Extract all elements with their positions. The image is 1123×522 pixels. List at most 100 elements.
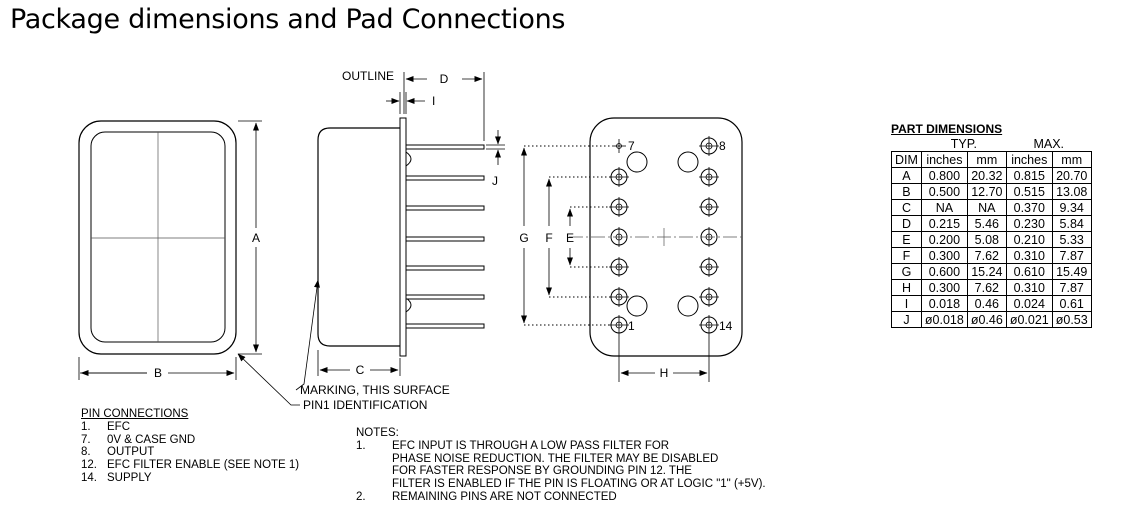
pin-connection-item: 14. SUPPLY xyxy=(81,472,299,485)
value-cell: 0.300 xyxy=(920,279,968,296)
pin-function: SUPPLY xyxy=(107,471,152,484)
value-cell: 0.800 xyxy=(920,167,968,184)
note-number: 2. xyxy=(356,490,366,503)
value-cell: 20.70 xyxy=(1051,167,1092,184)
marking-label: MARKING, THIS SURFACE xyxy=(300,383,450,397)
dim-cell: C xyxy=(891,199,922,216)
column-header: inches xyxy=(1005,151,1053,168)
dim-cell: D xyxy=(891,215,922,232)
pin-8-label: 8 xyxy=(719,139,726,153)
value-cell: 0.200 xyxy=(920,231,968,248)
dim-cell: H xyxy=(891,279,922,296)
value-cell: ø0.018 xyxy=(920,311,968,328)
value-cell: 0.46 xyxy=(966,295,1007,312)
dim-cell: G xyxy=(891,263,922,280)
note-line: 1. EFC INPUT IS THROUGH A LOW PASS FILTER… xyxy=(356,440,766,453)
value-cell: ø0.53 xyxy=(1051,311,1092,328)
column-header: mm xyxy=(1051,151,1092,168)
dim-f-label: F xyxy=(545,231,552,245)
top-view: B A xyxy=(78,120,262,380)
value-cell: 0.310 xyxy=(1005,279,1053,296)
value-cell: 0.610 xyxy=(1005,263,1053,280)
pin-number: 1. xyxy=(81,420,91,433)
value-cell: 0.61 xyxy=(1051,295,1092,312)
note-text: REMAINING PINS ARE NOT CONNECTED xyxy=(392,490,617,503)
value-cell: 0.018 xyxy=(920,295,968,312)
bottom-view: 7 1 8 14 G xyxy=(519,117,745,382)
value-cell: 0.210 xyxy=(1005,231,1053,248)
note-number: 1. xyxy=(356,439,366,452)
pin1-id-label: PIN1 IDENTIFICATION xyxy=(303,398,427,412)
dim-cell: F xyxy=(891,247,922,264)
value-cell: 9.34 xyxy=(1051,199,1092,216)
value-cell: 15.49 xyxy=(1051,263,1092,280)
pin-connection-item: 7.0V & CASE GND xyxy=(81,434,299,447)
value-cell: 5.46 xyxy=(966,215,1007,232)
note-text: EFC INPUT IS THROUGH A LOW PASS FILTER F… xyxy=(392,439,670,452)
note-line: FILTER IS ENABLED IF THE PIN IS FLOATING… xyxy=(356,478,766,491)
dim-j-label: J xyxy=(492,174,498,188)
dim-d-label: D xyxy=(440,72,449,86)
value-cell: 0.515 xyxy=(1005,183,1053,200)
table-group-header: TYP. MAX. xyxy=(891,136,1092,152)
value-cell: ø0.46 xyxy=(966,311,1007,328)
column-header: mm xyxy=(966,151,1007,168)
pin-connection-item: 1.EFC xyxy=(81,421,299,434)
notes-title: NOTES: xyxy=(356,427,399,439)
note-number xyxy=(356,453,392,466)
outline-label: OUTLINE xyxy=(342,69,394,83)
value-cell: NA xyxy=(966,199,1007,216)
value-cell: 0.024 xyxy=(1005,295,1053,312)
value-cell: 0.300 xyxy=(920,247,968,264)
value-cell: 5.84 xyxy=(1051,215,1092,232)
max-group-label: MAX. xyxy=(1033,136,1065,151)
note-text: PHASE NOISE REDUCTION. THE FILTER MAY BE… xyxy=(392,452,719,465)
value-cell: 20.32 xyxy=(966,167,1007,184)
notes: NOTES: 1. EFC INPUT IS THROUGH A LOW PASS… xyxy=(356,427,766,504)
part-dimensions-title: PART DIMENSIONS xyxy=(891,122,1003,136)
value-cell: 5.33 xyxy=(1051,231,1092,248)
note-number xyxy=(356,465,392,478)
note-text: FOR FASTER RESPONSE BY GROUNDING PIN 12.… xyxy=(392,465,692,478)
value-cell: 7.62 xyxy=(966,247,1007,264)
value-cell: 15.24 xyxy=(966,263,1007,280)
value-cell: NA xyxy=(920,199,968,216)
value-cell: 7.87 xyxy=(1051,247,1092,264)
dim-cell: A xyxy=(891,167,922,184)
dim-a-label: A xyxy=(252,231,260,245)
typ-group-label: TYP. xyxy=(950,136,977,151)
column-header: inches xyxy=(920,151,968,168)
pin-number: 12. xyxy=(81,459,97,472)
note-line: FOR FASTER RESPONSE BY GROUNDING PIN 12.… xyxy=(356,465,766,478)
pin-connection-item: 8.OUTPUT xyxy=(81,446,299,459)
pin-function: 0V & CASE GND xyxy=(107,433,196,446)
pin-1-label: 1 xyxy=(628,319,635,333)
pin-number: 14. xyxy=(81,471,97,484)
value-cell: 0.310 xyxy=(1005,247,1053,264)
value-cell: 0.230 xyxy=(1005,215,1053,232)
dim-cell: B xyxy=(891,183,922,200)
dim-c-label: C xyxy=(356,363,365,377)
dim-e-label: E xyxy=(566,231,574,245)
note-text: FILTER IS ENABLED IF THE PIN IS FLOATING… xyxy=(392,478,766,491)
value-cell: 7.87 xyxy=(1051,279,1092,296)
note-line: PHASE NOISE REDUCTION. THE FILTER MAY BE… xyxy=(356,453,766,466)
note-line: 2. REMAINING PINS ARE NOT CONNECTED xyxy=(356,491,766,504)
dim-i-label: I xyxy=(432,94,435,108)
pin-14-label: 14 xyxy=(719,319,733,333)
pin-7-label: 7 xyxy=(628,139,635,153)
value-cell: 0.815 xyxy=(1005,167,1053,184)
pin-number: 8. xyxy=(81,446,91,459)
column-header: DIM xyxy=(891,151,922,168)
